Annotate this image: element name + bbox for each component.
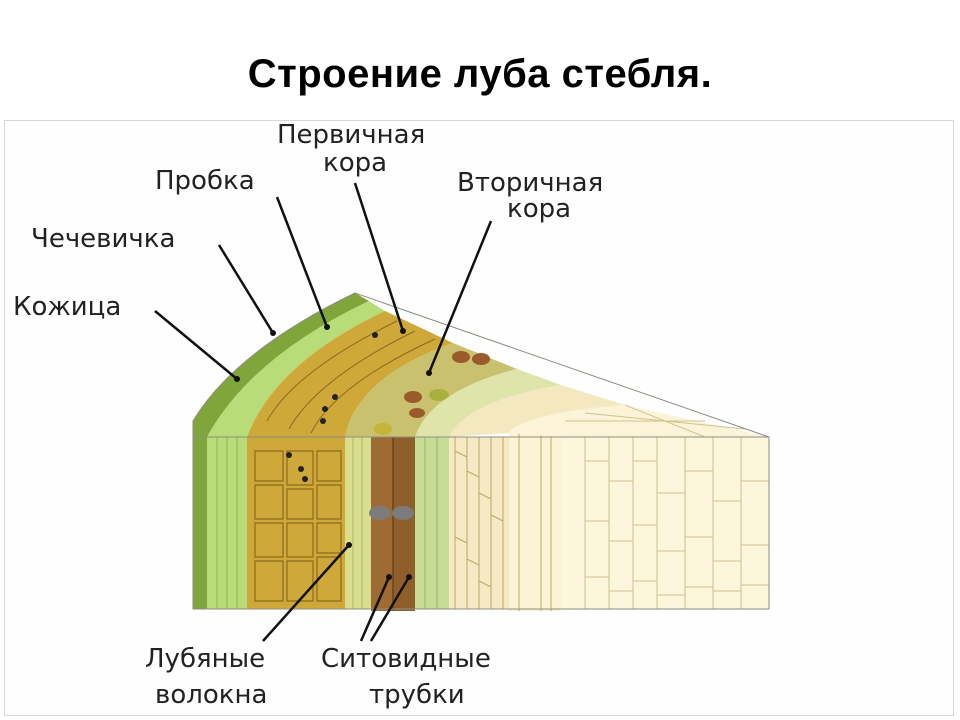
sieve-tube-right — [393, 435, 415, 611]
leader-lines — [154, 182, 493, 642]
diagram-frame: Первичная кора Пробка Вторичная кора Чеч… — [4, 120, 954, 716]
page-title: Строение луба стебля. — [247, 52, 713, 96]
secondary-cortex-top — [345, 343, 517, 437]
primary-cortex-top — [247, 311, 453, 437]
leader-bast-fibers — [262, 544, 350, 642]
leader-sieve-tube-1 — [359, 576, 391, 642]
phloem-top — [449, 385, 625, 437]
longitudinal-section — [192, 433, 770, 611]
label-lenticel: Чечевичка — [31, 224, 175, 254]
bast-top — [415, 369, 561, 437]
stem-bark-diagram: Первичная кора Пробка Вторичная кора Чеч… — [13, 121, 770, 710]
cambium-layer — [509, 433, 561, 611]
label-secondary-cortex-2: кора — [507, 194, 571, 224]
leader-lenticel — [217, 244, 275, 334]
leader-secondary-cortex — [427, 220, 493, 374]
label-bast-fibers-1: Лубяные — [145, 644, 265, 674]
cross-section — [192, 292, 770, 438]
label-bast-fibers-2: волокна — [155, 680, 267, 710]
sieve-tube-left — [371, 435, 393, 611]
bast-fibers-layer — [415, 437, 449, 609]
label-cork: Пробка — [155, 166, 255, 196]
leader-cork — [275, 196, 329, 328]
label-sieve-tubes-2: трубки — [369, 680, 465, 710]
label-secondary-cortex-1: Вторичная — [457, 168, 603, 198]
label-primary-cortex-1: Первичная — [277, 121, 425, 150]
label-epidermis: Кожица — [13, 292, 121, 322]
leader-epidermis — [154, 310, 238, 380]
secondary-cortex-layer — [345, 437, 371, 609]
cork-top — [207, 301, 385, 437]
leader-sieve-tube-2 — [369, 576, 411, 642]
leader-primary-cortex — [353, 182, 405, 332]
label-primary-cortex-2: кора — [323, 148, 387, 178]
epidermis-layer — [193, 437, 207, 609]
label-sieve-tubes-1: Ситовидные — [321, 644, 491, 674]
wood-layer — [561, 437, 769, 609]
epidermis-top — [193, 293, 369, 437]
